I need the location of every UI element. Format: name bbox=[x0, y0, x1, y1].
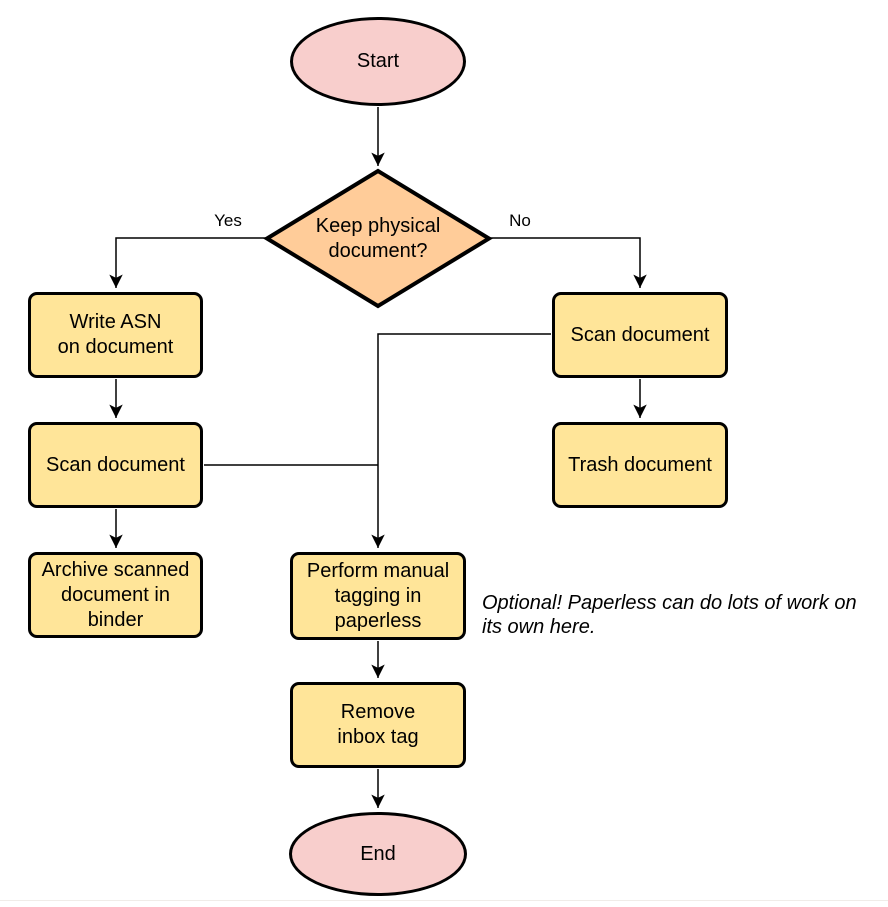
node-scan-document-right-label: Scan document bbox=[570, 323, 710, 346]
node-start: Start bbox=[290, 17, 466, 106]
node-manual-tagging: Perform manual tagging in paperless bbox=[290, 552, 466, 640]
edge-decision-yes-to-write-asn bbox=[109, 237, 266, 288]
node-archive-binder: Archive scanned document in binder bbox=[28, 552, 203, 638]
edge-scan-right-to-tagging bbox=[371, 333, 551, 548]
node-archive-binder-label: Archive scanned document in binder bbox=[41, 558, 190, 631]
node-write-asn: Write ASN on document bbox=[28, 292, 203, 378]
node-end-label: End bbox=[360, 842, 396, 865]
node-write-asn-label: Write ASN on document bbox=[57, 311, 174, 358]
node-start-label: Start bbox=[356, 50, 400, 72]
node-scan-document-right: Scan document bbox=[552, 292, 728, 378]
node-trash-document-label: Trash document bbox=[568, 453, 712, 476]
edge-decision-no-to-scan-right bbox=[490, 237, 647, 288]
page-bottom-divider bbox=[0, 900, 888, 901]
node-decision-label: Keep physical document? bbox=[315, 214, 441, 262]
node-trash-document: Trash document bbox=[552, 422, 728, 508]
node-remove-inbox-tag-label: Remove inbox tag bbox=[337, 701, 419, 748]
node-scan-document-left: Scan document bbox=[28, 422, 203, 508]
edge-label-yes: Yes bbox=[214, 211, 242, 230]
note-text: Optional! Paperless can do lots of work … bbox=[482, 592, 857, 638]
node-decision: Keep physical document? bbox=[268, 198, 488, 279]
node-end: End bbox=[289, 812, 467, 896]
edge-label-no: No bbox=[509, 211, 531, 230]
node-scan-document-left-label: Scan document bbox=[46, 453, 185, 476]
node-manual-tagging-label: Perform manual tagging in paperless bbox=[306, 559, 450, 632]
node-remove-inbox-tag: Remove inbox tag bbox=[290, 682, 466, 768]
decision-diamond-shape bbox=[263, 168, 493, 309]
